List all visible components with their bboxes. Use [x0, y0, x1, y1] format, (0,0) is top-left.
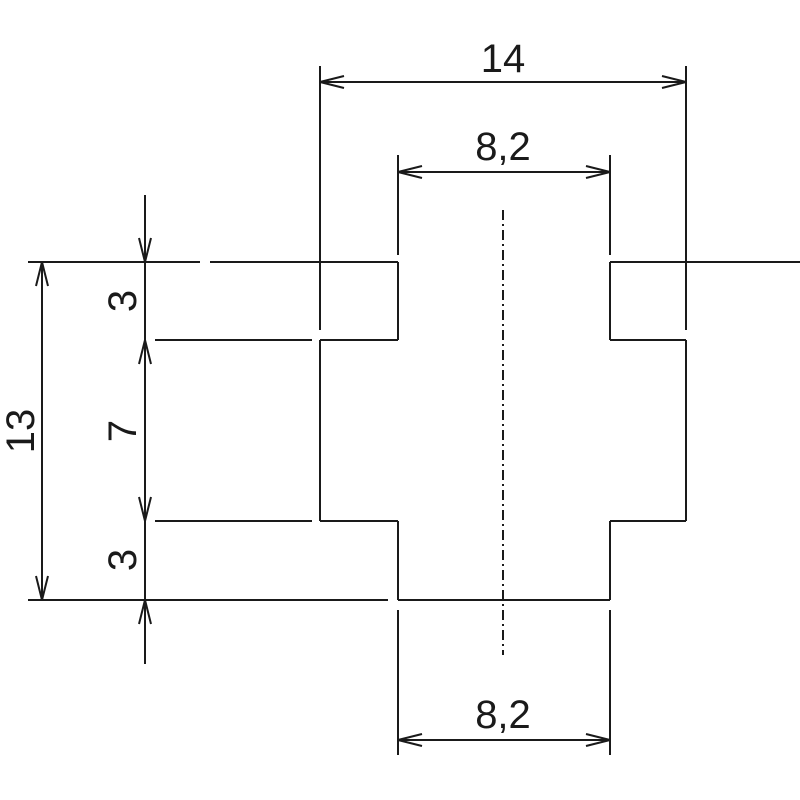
dimension-total-height: 13: [0, 261, 49, 601]
label-top-flange: 3: [101, 290, 145, 312]
label-inner-width-top: 8,2: [475, 125, 531, 169]
dimension-inner-width-bottom: 8,2: [397, 693, 611, 747]
dimension-inner-width-top: 8,2: [397, 125, 611, 179]
dimension-top-width: 14: [319, 37, 687, 89]
extension-lines: [319, 66, 687, 755]
label-total-height: 13: [0, 409, 43, 454]
label-top-width: 14: [481, 37, 526, 81]
label-inner-width-bottom: 8,2: [475, 693, 531, 737]
label-bottom-flange: 3: [101, 549, 145, 571]
dimension-height-chain: 3 7 3: [101, 195, 152, 664]
label-middle: 7: [101, 420, 145, 442]
